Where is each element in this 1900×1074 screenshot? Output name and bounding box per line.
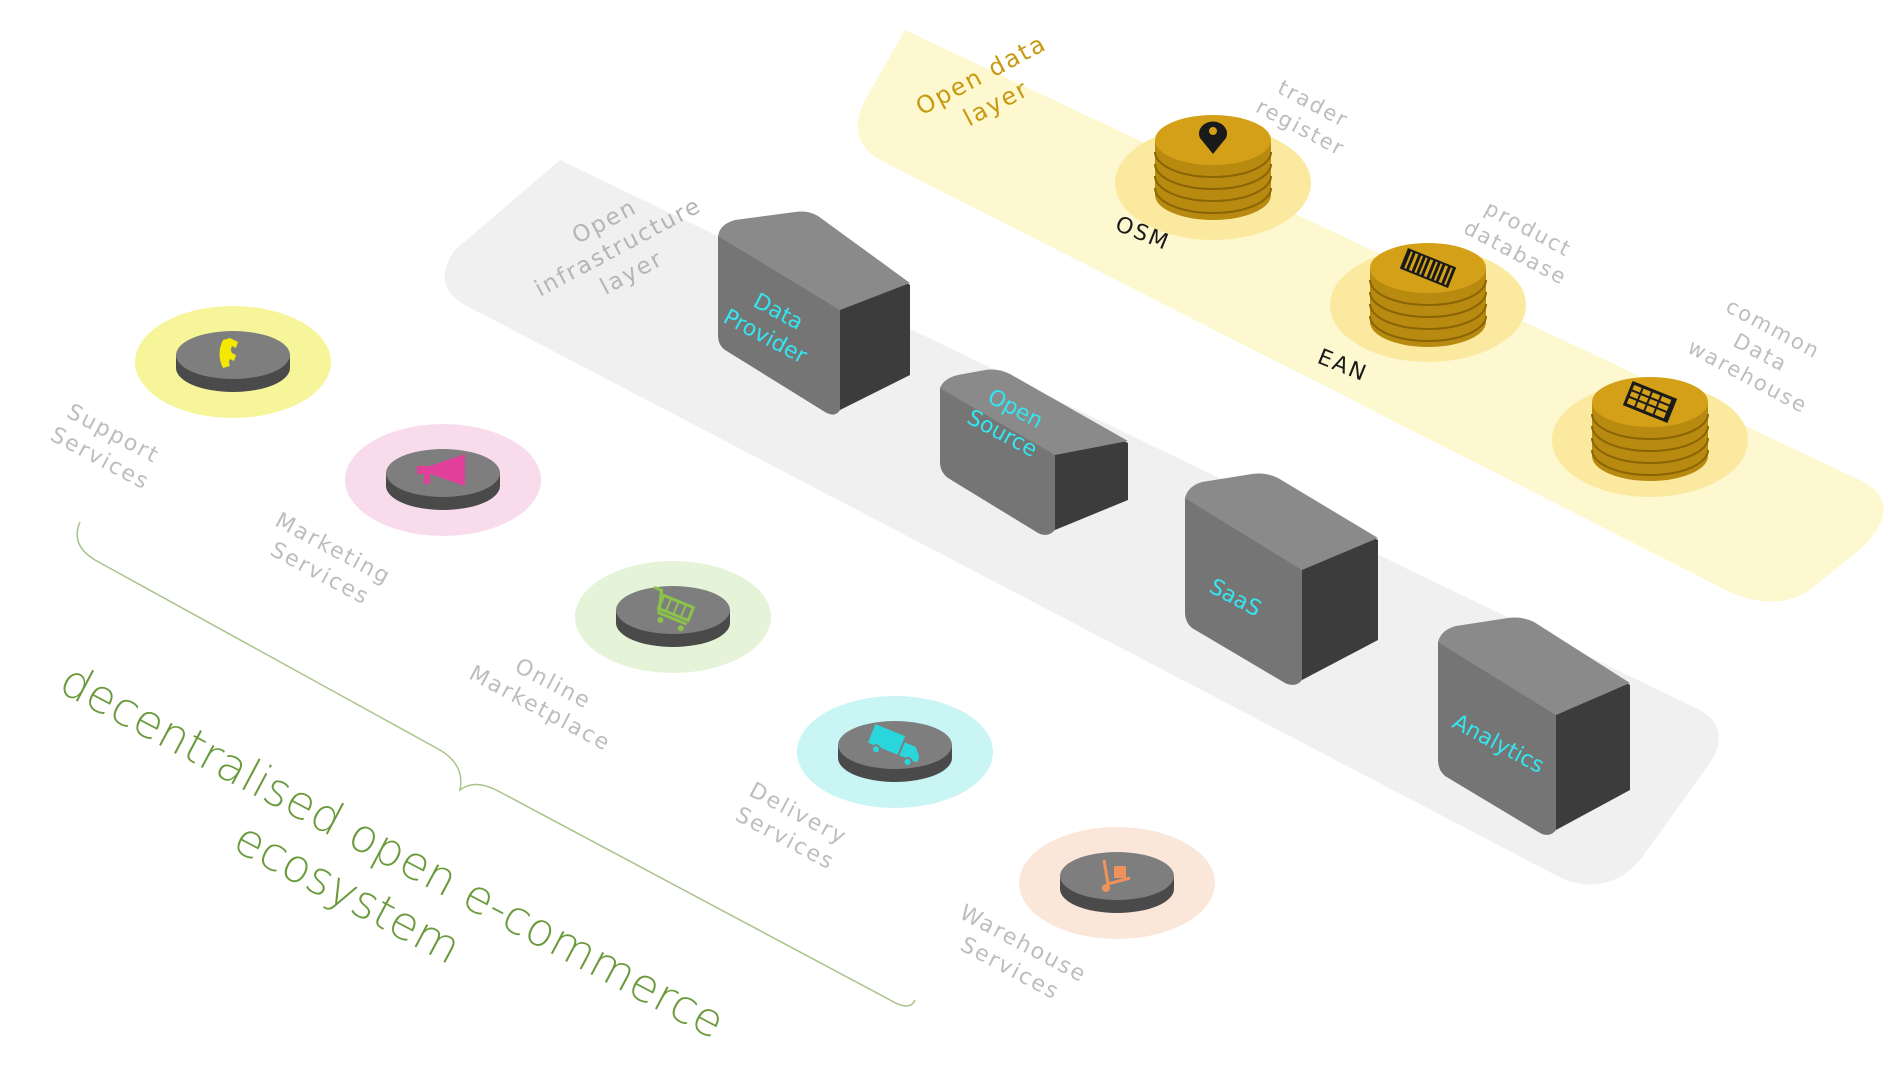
delivery-services-disc (797, 696, 993, 808)
support-services-label: Support Services (46, 400, 163, 496)
osm-data-stack (1115, 115, 1311, 240)
ecosystem-brace (76, 521, 916, 1007)
open-source-block: Open Source (940, 369, 1128, 535)
marketing-services-label: Marketing Services (266, 508, 395, 610)
grid-table-icon (1622, 380, 1678, 424)
barcode-icon (1399, 248, 1457, 288)
ean-data-stack (1330, 243, 1526, 362)
online-marketplace-disc (575, 561, 771, 673)
saas-block: SaaS (1185, 473, 1378, 685)
support-services-disc (135, 306, 331, 418)
phone-icon (219, 338, 238, 368)
cart-icon (653, 585, 696, 632)
data-warehouse-stack (1552, 377, 1748, 497)
warehouse-services-disc (1019, 827, 1215, 939)
marketing-services-disc (345, 424, 541, 536)
data-provider-block: Data Provider (718, 211, 910, 415)
svg-text:decentralised open e-commerce: decentralised open e-commerce (51, 652, 733, 1049)
truck-icon (867, 724, 920, 767)
hand-truck-icon (1102, 859, 1131, 892)
megaphone-icon (417, 454, 465, 486)
analytics-block: Analytics (1438, 617, 1630, 835)
map-pin-icon (1199, 121, 1227, 154)
